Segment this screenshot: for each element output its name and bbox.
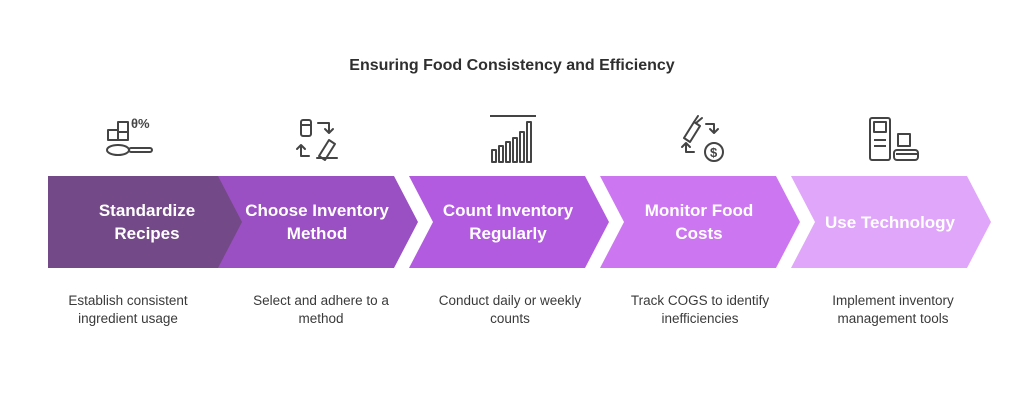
step-use-technology: Use Technology xyxy=(791,176,991,268)
inventory-method-icon xyxy=(289,112,349,168)
chevron-shape xyxy=(791,176,991,268)
svg-text:$: $ xyxy=(710,145,718,160)
chevron-shape xyxy=(600,176,800,268)
step-label: Standardize Recipes xyxy=(98,201,196,243)
step-label: Choose Inventory Method xyxy=(245,201,389,243)
step-label: Count Inventory Regularly xyxy=(442,201,574,243)
recipe-scale-icon: θ% xyxy=(100,112,160,168)
step-choose-inventory-method: Choose Inventory Method xyxy=(218,176,418,268)
step-description: Implement inventory management tools xyxy=(832,293,954,326)
svg-text:θ%: θ% xyxy=(131,116,150,131)
technology-icon xyxy=(862,112,922,168)
chevron-shape xyxy=(48,176,248,268)
chevron-shape xyxy=(409,176,609,268)
step-description: Track COGS to identify inefficiencies xyxy=(630,293,770,326)
step-description: Establish consistent ingredient usage xyxy=(68,293,188,326)
step-count-inventory-regularly: Count Inventory Regularly xyxy=(409,176,609,268)
chevron-shape xyxy=(218,176,418,268)
step-label: Monitor Food Costs xyxy=(644,201,754,243)
food-cost-icon: $ xyxy=(670,112,730,168)
step-description: Conduct daily or weekly counts xyxy=(438,293,582,326)
step-description: Select and adhere to a method xyxy=(253,293,389,326)
bar-chart-icon xyxy=(480,112,540,168)
step-standardize-recipes: Standardize Recipes xyxy=(48,176,248,268)
diagram-title: Ensuring Food Consistency and Efficiency xyxy=(349,57,675,74)
step-monitor-food-costs: Monitor Food Costs xyxy=(600,176,800,268)
step-label: Use Technology xyxy=(824,212,956,232)
